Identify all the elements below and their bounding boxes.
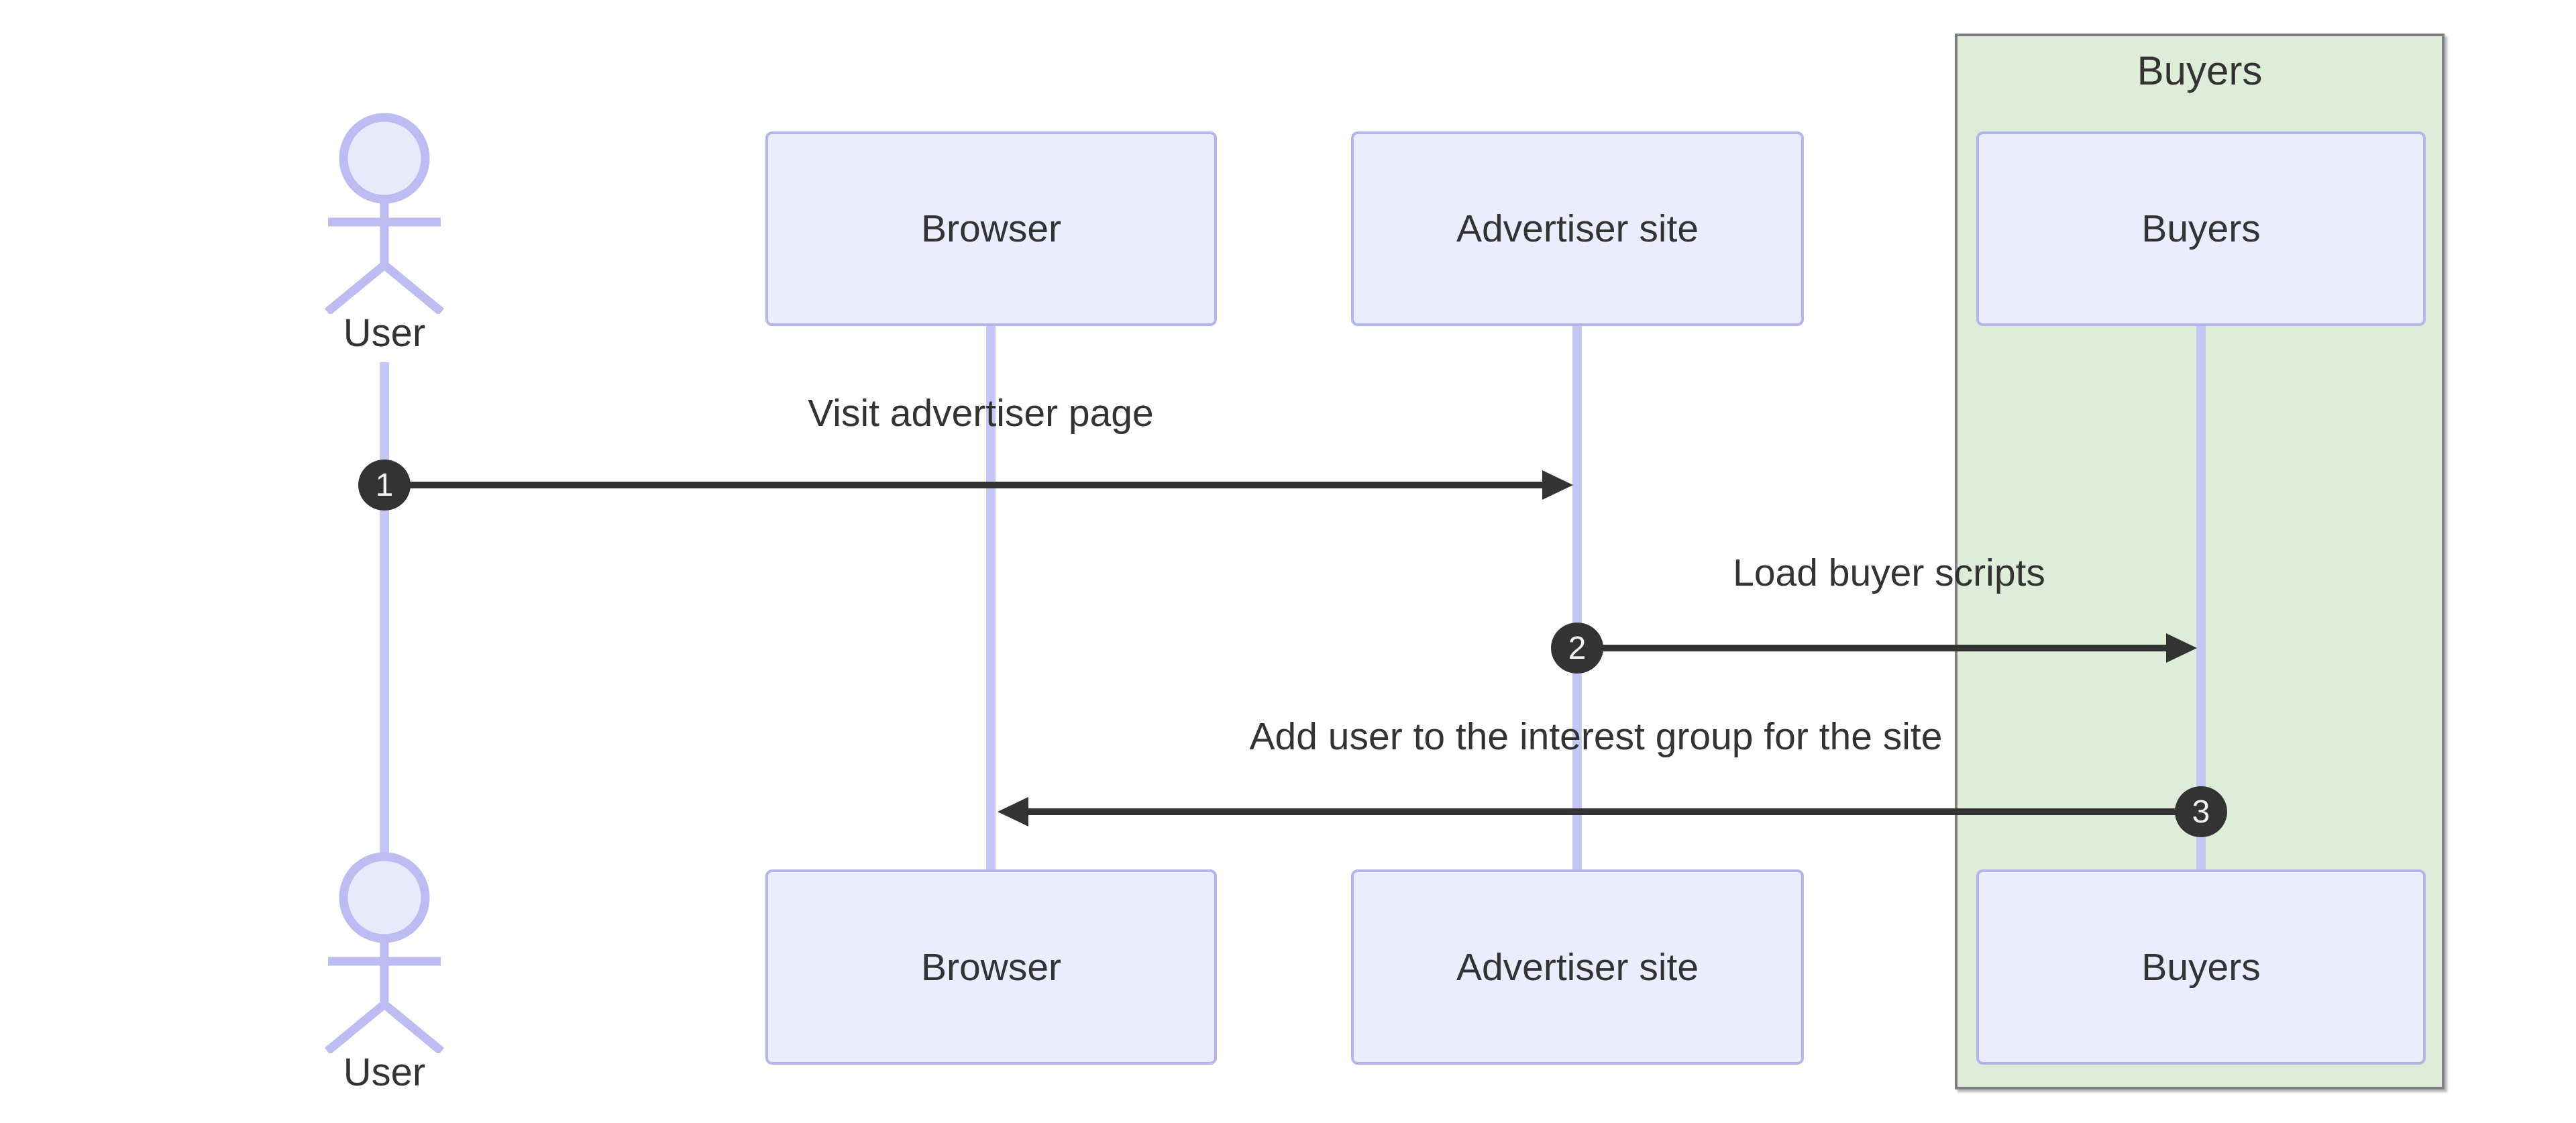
message-1-label: Visit advertiser page <box>808 392 1154 435</box>
participant-label: Browser <box>920 207 1062 250</box>
participant-box-advertiser-site-top: Advertiser site <box>1351 131 1804 326</box>
sequence-number-badge-3: 3 <box>2175 786 2227 837</box>
buyers-group-title: Buyers <box>2137 48 2263 93</box>
actor-label-user-bottom: User <box>343 1051 426 1094</box>
participant-box-browser-bottom: Browser <box>765 869 1217 1065</box>
actor-head <box>339 852 430 943</box>
user-actor-icon <box>324 852 445 1053</box>
participant-label: Advertiser site <box>1456 945 1699 989</box>
user-actor-icon <box>324 113 445 314</box>
lifeline-browser <box>986 326 996 869</box>
actor-leg-right <box>381 261 445 314</box>
participant-box-buyers-top: Buyers <box>1976 131 2426 326</box>
actor-label-user-top: User <box>343 311 426 355</box>
sequence-number-badge-1: 1 <box>358 460 411 511</box>
arrowhead-left-icon <box>998 797 1028 826</box>
message-2-label: Load buyer scripts <box>1733 551 2045 594</box>
arrowhead-right-icon <box>2166 633 2197 663</box>
participant-box-browser-top: Browser <box>765 131 1217 326</box>
participant-label: Buyers <box>2141 207 2261 250</box>
participant-label: Buyers <box>2141 945 2261 989</box>
actor-leg-right <box>381 1000 445 1053</box>
message-3-arrow-line <box>1028 808 2201 815</box>
actor-leg-left <box>324 261 388 314</box>
sequence-number-badge-2: 2 <box>1551 623 1603 674</box>
message-3-label: Add user to the interest group for the s… <box>1249 715 1943 758</box>
actor-head <box>339 113 430 204</box>
lifeline-advertiser-site <box>1572 326 1582 869</box>
participant-label: Advertiser site <box>1456 207 1699 250</box>
participant-box-advertiser-site-bottom: Advertiser site <box>1351 869 1804 1065</box>
message-1-arrow-line <box>384 482 1542 488</box>
actor-leg-left <box>324 1000 388 1053</box>
participant-box-buyers-bottom: Buyers <box>1976 869 2426 1065</box>
lifeline-buyers <box>2196 326 2206 869</box>
arrowhead-right-icon <box>1542 470 1573 500</box>
message-2-arrow-line <box>1577 645 2166 651</box>
lifeline-user <box>380 362 389 853</box>
participant-label: Browser <box>920 945 1062 989</box>
